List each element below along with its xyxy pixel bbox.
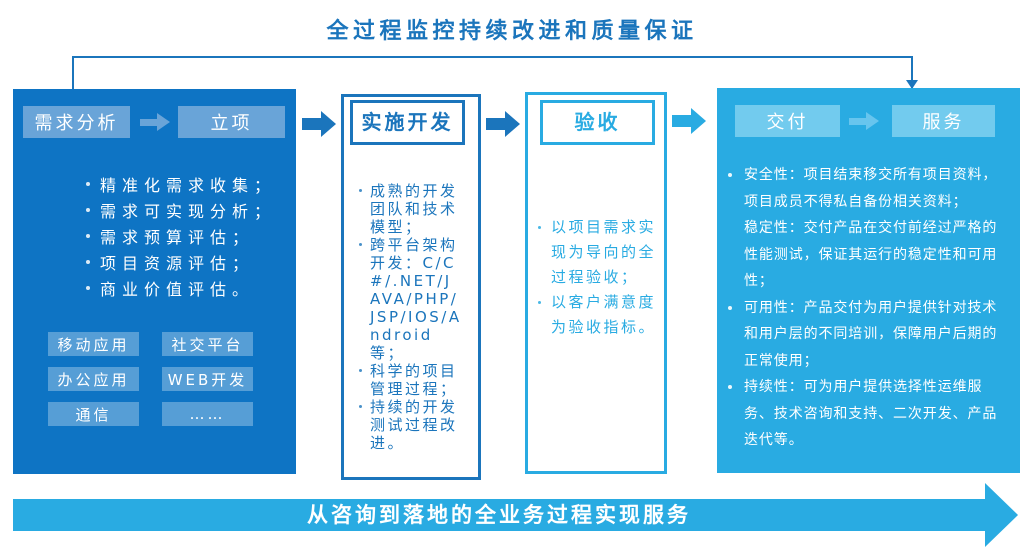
bullet-item: 商业价值评估。 xyxy=(86,275,276,301)
bullet-dot xyxy=(86,182,90,186)
bracket-arrow-down-icon xyxy=(906,80,918,89)
stage-panel-delivery-service: 交付 服务 安全性：项目结束移交所有项目资料，项目成员不得私自备份相关资料； 稳… xyxy=(717,88,1020,473)
bullet-item: 可用性：产品交付为用户提供针对技术和用户层的不同培训，保障用户后期的正常使用； xyxy=(728,295,1018,375)
tag-web-dev: WEB开发 xyxy=(162,367,253,391)
tag-social-platform: 社交平台 xyxy=(162,332,253,356)
bullet-item: 以项目需求实现为导向的全过程验收； xyxy=(538,215,660,290)
badge-project-initiation: 立项 xyxy=(178,106,285,138)
bullet-item: 成熟的开发团队和技术模型； xyxy=(359,182,475,236)
delivery-bullet-list: 安全性：项目结束移交所有项目资料，项目成员不得私自备份相关资料； 稳定性：交付产… xyxy=(728,162,1018,454)
bullet-item: 安全性：项目结束移交所有项目资料，项目成员不得私自备份相关资料； xyxy=(728,162,1018,215)
tag-ellipsis: …… xyxy=(162,402,253,426)
bullet-dot xyxy=(86,286,90,290)
stage-panel-development: 实施开发 成熟的开发团队和技术模型； 跨平台架构开发：C/C#/.NET/JAV… xyxy=(341,94,481,480)
bullet-dot xyxy=(359,405,362,408)
bullet-dot xyxy=(728,385,732,389)
bullet-item: 精准化需求收集； xyxy=(86,171,276,197)
bullet-dot xyxy=(359,189,362,192)
flow-arrow-icon xyxy=(672,108,706,134)
bullet-dot xyxy=(359,243,362,246)
bullet-item: 需求可实现分析； xyxy=(86,197,276,223)
bottom-banner-label: 从咨询到落地的全业务过程实现服务 xyxy=(307,503,691,527)
bullet-dot xyxy=(728,305,732,310)
tag-office-app: 办公应用 xyxy=(48,367,139,391)
bullet-item: 稳定性：交付产品在交付前经过严格的性能测试，保证其运行的稳定性和可用性； xyxy=(744,220,998,289)
bullet-dot xyxy=(86,260,90,264)
bullet-dot xyxy=(538,301,541,304)
badge-service: 服务 xyxy=(892,105,995,137)
tag-mobile-app: 移动应用 xyxy=(48,332,139,356)
bullet-dot xyxy=(86,208,90,212)
bullet-dot xyxy=(728,173,732,177)
arrow-right-icon xyxy=(140,113,170,131)
arrow-right-icon xyxy=(849,112,879,130)
stage-header-development: 实施开发 xyxy=(350,100,465,145)
bullet-item: 持续性：可为用户提供选择性运维服务、技术咨询和支持、二次开发、产品迭代等。 xyxy=(728,374,1018,454)
bullet-item: 持续的开发测试过程改进。 xyxy=(359,398,475,452)
monitoring-bracket-line xyxy=(72,56,913,89)
requirements-bullet-list: 精准化需求收集； 需求可实现分析； 需求预算评估； 项目资源评估； 商业价值评估… xyxy=(86,171,276,301)
badge-requirements-analysis: 需求分析 xyxy=(23,106,130,138)
stage-panel-requirements: 需求分析 立项 精准化需求收集； 需求可实现分析； 需求预算评估； 项目资源评估… xyxy=(13,89,296,474)
bottom-banner-arrow xyxy=(13,499,985,531)
flow-arrow-icon xyxy=(302,111,336,137)
bullet-dot xyxy=(538,226,541,229)
flow-arrow-icon xyxy=(486,111,520,137)
bullet-dot xyxy=(359,369,362,372)
tag-communication: 通信 xyxy=(48,402,139,426)
diagram-title: 全过程监控持续改进和质量保证 xyxy=(326,19,698,44)
badge-delivery: 交付 xyxy=(735,105,840,137)
bullet-item: 以客户满意度为验收指标。 xyxy=(538,290,660,340)
bottom-banner-arrowhead-icon xyxy=(985,483,1018,547)
bullet-dot xyxy=(86,234,90,238)
stage-header-acceptance: 验收 xyxy=(540,100,655,145)
development-bullet-list: 成熟的开发团队和技术模型； 跨平台架构开发：C/C#/.NET/JAVA/PHP… xyxy=(359,182,475,452)
acceptance-bullet-list: 以项目需求实现为导向的全过程验收； 以客户满意度为验收指标。 xyxy=(538,215,660,340)
bullet-item: 跨平台架构开发：C/C#/.NET/JAVA/PHP/JSP/IOS/Andro… xyxy=(359,236,475,362)
stage-panel-acceptance: 验收 以项目需求实现为导向的全过程验收； 以客户满意度为验收指标。 xyxy=(525,92,667,474)
bullet-item: 科学的项目管理过程； xyxy=(359,362,475,398)
bullet-item: 项目资源评估； xyxy=(86,249,276,275)
bullet-item: 需求预算评估； xyxy=(86,223,276,249)
